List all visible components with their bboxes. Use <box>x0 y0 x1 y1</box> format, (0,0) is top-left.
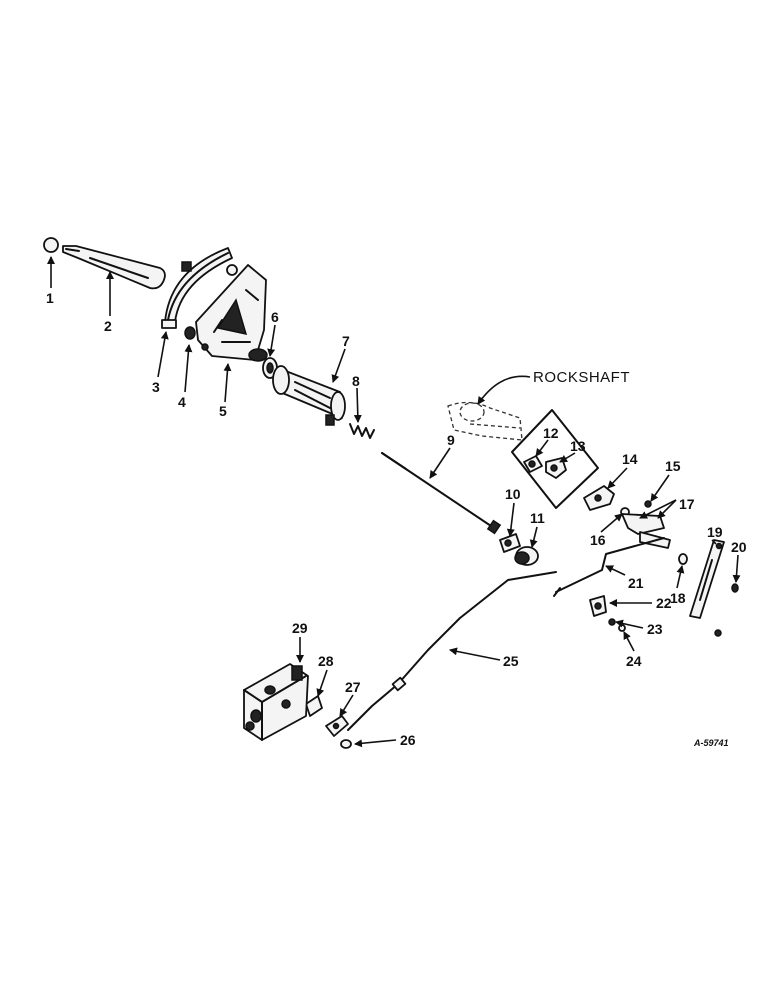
quadrant-arc-part <box>161 247 233 329</box>
bracket-part <box>305 695 323 717</box>
yoke-part <box>325 715 349 737</box>
spring-part <box>349 423 375 439</box>
callout-29: 29 <box>292 620 308 636</box>
callout-21: 21 <box>628 575 644 591</box>
valve-body-part <box>243 663 309 741</box>
clevis-pin-part <box>608 618 626 632</box>
block-part <box>583 485 615 511</box>
leader-19 <box>711 539 717 545</box>
callout-numbers: 1 2 3 4 5 6 7 8 9 10 11 12 13 14 15 16 1… <box>46 290 747 748</box>
rockshaft-label: ROCKSHAFT <box>533 369 630 386</box>
callout-16: 16 <box>590 532 606 548</box>
inset-box <box>511 409 599 509</box>
rockshaft-phantom <box>447 401 523 441</box>
callout-8: 8 <box>352 373 360 389</box>
callout-7: 7 <box>342 333 350 349</box>
callout-25: 25 <box>503 653 519 669</box>
reference-code: A-59741 <box>693 738 729 748</box>
callout-22: 22 <box>656 595 672 611</box>
callout-13: 13 <box>570 438 586 454</box>
long-rod-part <box>347 571 557 731</box>
link-plate-part <box>689 539 725 619</box>
callout-18: 18 <box>670 590 686 606</box>
clevis-part <box>589 595 607 617</box>
screw-part <box>340 739 352 749</box>
nut-part <box>678 553 688 565</box>
callout-20: 20 <box>731 539 747 555</box>
callout-28: 28 <box>318 653 334 669</box>
callout-24: 24 <box>626 653 642 669</box>
callout-15: 15 <box>665 458 681 474</box>
callout-9: 9 <box>447 432 455 448</box>
bolt-part <box>714 583 739 637</box>
spacer-part <box>184 264 238 340</box>
callout-19: 19 <box>707 524 723 540</box>
callout-3: 3 <box>152 379 160 395</box>
callout-17: 17 <box>679 496 695 512</box>
callout-2: 2 <box>104 318 112 334</box>
callout-5: 5 <box>219 403 227 419</box>
callout-12: 12 <box>543 425 559 441</box>
callout-10: 10 <box>505 486 521 502</box>
callout-26: 26 <box>400 732 416 748</box>
callout-1: 1 <box>46 290 54 306</box>
leader-lines <box>47 256 741 748</box>
callout-27: 27 <box>345 679 361 695</box>
shaft-housing-part <box>272 365 346 426</box>
control-lever-part <box>62 245 166 290</box>
pin-part <box>523 455 543 473</box>
bent-rod-part <box>553 537 665 597</box>
control-rod-part <box>381 452 502 535</box>
callout-14: 14 <box>622 451 638 467</box>
knob-part <box>43 237 59 253</box>
callout-6: 6 <box>271 309 279 325</box>
callout-23: 23 <box>647 621 663 637</box>
callout-11: 11 <box>530 510 545 526</box>
quadrant-plate-part <box>195 264 268 362</box>
callout-4: 4 <box>178 394 186 410</box>
roller-part <box>514 546 539 566</box>
clip-part <box>499 533 521 553</box>
